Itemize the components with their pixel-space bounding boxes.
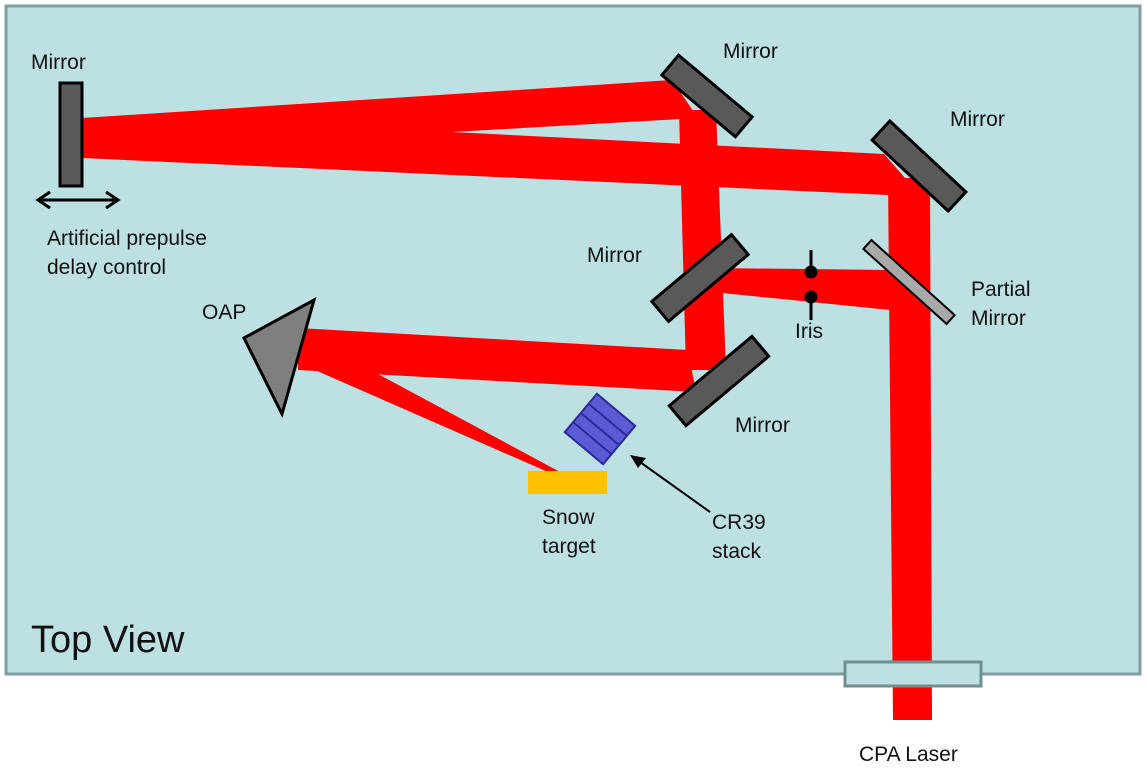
cr39-pointer-arrow [630, 455, 711, 513]
label-mirror-bottom: Mirror [735, 414, 790, 437]
label-snow-target-2: target [542, 535, 596, 558]
label-top-view: Top View [31, 619, 185, 661]
label-cr39-2: stack [712, 540, 762, 563]
delay-double-arrow [35, 190, 121, 210]
label-cpa-laser: CPA Laser [859, 743, 958, 766]
mirror-bottom [667, 334, 771, 428]
iris [804, 250, 818, 320]
beam-bottom-to-oap [298, 328, 696, 392]
iris-lower-dot [804, 290, 818, 304]
beam-cpa-vertical [888, 178, 932, 720]
label-mirror-top: Mirror [723, 40, 778, 63]
label-cr39-1: CR39 [712, 511, 766, 534]
label-mirror-left: Mirror [31, 51, 86, 74]
label-oap: OAP [202, 301, 246, 324]
cr39-layer [580, 412, 620, 446]
cr39-layer [587, 402, 628, 437]
mirror-mid [649, 232, 751, 324]
mirrors [58, 53, 969, 428]
snow-target [528, 471, 607, 494]
oap-parabola [242, 296, 317, 419]
cr39-stack [563, 392, 637, 466]
label-partial-mirror-2: Mirror [971, 307, 1026, 330]
laser-beams [82, 80, 932, 720]
label-delay-1: Artificial prepulse [47, 227, 207, 250]
label-mirror-right-top: Mirror [950, 108, 1005, 131]
cr39-layer [572, 421, 613, 456]
beam-left-to-top [82, 80, 698, 158]
label-delay-2: delay control [47, 256, 166, 279]
label-mirror-mid: Mirror [587, 244, 642, 267]
label-snow-target-1: Snow [542, 506, 595, 529]
mirror-left [58, 81, 84, 188]
beam-top-vertical [679, 110, 726, 370]
laser-entrance-window [843, 660, 983, 688]
mirror-top [659, 53, 755, 139]
label-iris: Iris [795, 320, 823, 343]
iris-upper-dot [804, 265, 818, 279]
beam-oap-focus [292, 360, 560, 472]
partial-mirror [861, 238, 957, 326]
beam-partial-to-mid [712, 268, 890, 310]
mirror-right-top [869, 118, 969, 214]
label-partial-mirror-1: Partial [971, 278, 1031, 301]
